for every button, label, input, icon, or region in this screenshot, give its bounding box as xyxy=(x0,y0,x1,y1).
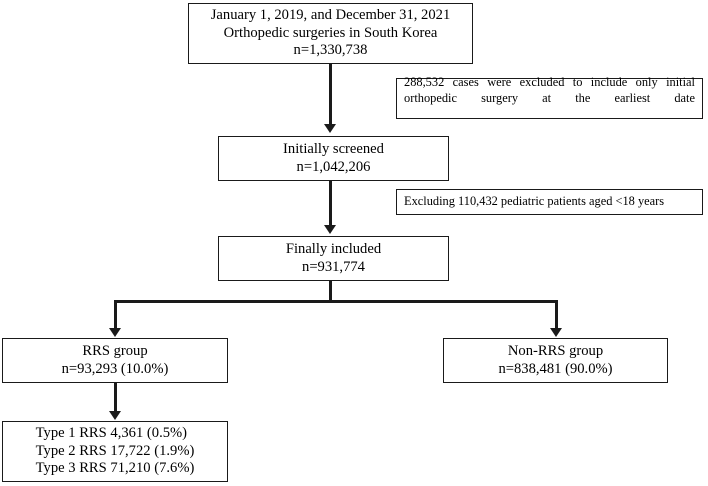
node-non-rrs-group-label: Non-RRS group xyxy=(507,342,604,359)
connector-rrs-to-types xyxy=(114,383,117,411)
exclusion-note-initial-surgery: 288,532 cases were excluded to include o… xyxy=(396,75,703,119)
node-rrs-type-1: Type 1 RRS 4,361 (0.5%) xyxy=(35,424,188,441)
connector-split-bar xyxy=(114,300,558,303)
node-finally-included-count: n=931,774 xyxy=(302,258,365,275)
arrowhead-to-non-rrs-group xyxy=(550,328,562,337)
exclusion-note-initial-surgery-text: 288,532 cases were excluded to include o… xyxy=(404,75,695,105)
arrowhead-source-to-screened xyxy=(324,124,336,133)
node-non-rrs-group-count: n=838,481 (90.0%) xyxy=(498,360,613,377)
arrowhead-screened-to-included xyxy=(324,225,336,234)
exclusion-note-pediatric-text: Excluding 110,432 pediatric patients age… xyxy=(404,194,665,209)
connector-screened-to-included xyxy=(329,181,332,225)
node-finally-included-label: Finally included xyxy=(285,240,382,257)
node-initially-screened-count: n=1,042,206 xyxy=(296,158,371,175)
arrowhead-to-rrs-group xyxy=(109,328,121,337)
node-cohort-source-line-2: Orthopedic surgeries in South Korea xyxy=(223,24,438,41)
node-rrs-type-2: Type 2 RRS 17,722 (1.9%) xyxy=(35,442,195,459)
node-rrs-group-label: RRS group xyxy=(82,342,148,359)
node-rrs-type-breakdown: Type 1 RRS 4,361 (0.5%) Type 2 RRS 17,72… xyxy=(2,421,228,482)
node-non-rrs-group: Non-RRS group n=838,481 (90.0%) xyxy=(443,338,668,383)
connector-included-stem xyxy=(329,281,332,302)
node-initially-screened: Initially screened n=1,042,206 xyxy=(218,136,449,181)
node-rrs-group-count: n=93,293 (10.0%) xyxy=(61,360,169,377)
node-finally-included: Finally included n=931,774 xyxy=(218,236,449,281)
node-cohort-source: January 1, 2019, and December 31, 2021 O… xyxy=(188,3,473,64)
node-initially-screened-label: Initially screened xyxy=(283,140,384,157)
node-cohort-source-line-3: n=1,330,738 xyxy=(293,42,368,59)
arrowhead-rrs-to-types xyxy=(109,411,121,420)
connector-split-right-drop xyxy=(555,300,558,328)
exclusion-note-pediatric: Excluding 110,432 pediatric patients age… xyxy=(396,189,703,215)
connector-source-to-screened xyxy=(329,64,332,124)
node-cohort-source-line-1: January 1, 2019, and December 31, 2021 xyxy=(210,6,451,23)
node-rrs-type-3: Type 3 RRS 71,210 (7.6%) xyxy=(35,460,195,477)
connector-split-left-drop xyxy=(114,300,117,328)
node-rrs-type-breakdown-stack: Type 1 RRS 4,361 (0.5%) Type 2 RRS 17,72… xyxy=(36,425,195,478)
node-rrs-group: RRS group n=93,293 (10.0%) xyxy=(2,338,228,383)
